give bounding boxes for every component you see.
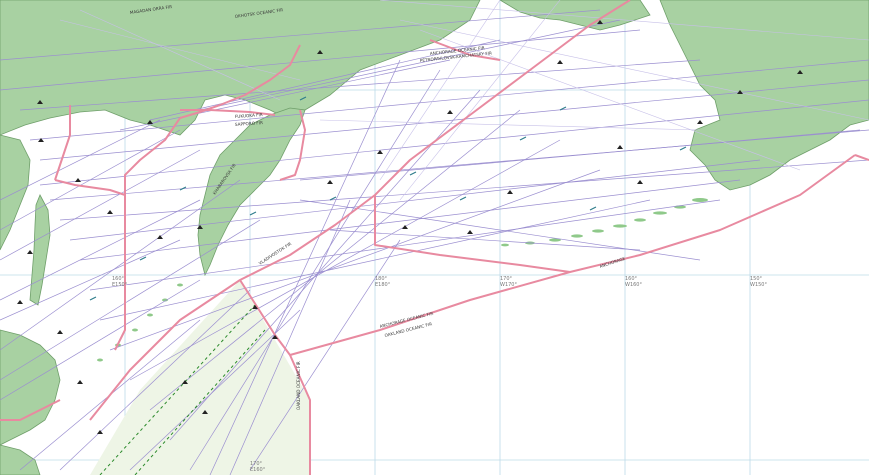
land-hokkaido <box>0 329 61 446</box>
grid-label: 180° <box>375 276 388 282</box>
fir-label: SAPPORO FIR <box>235 120 263 127</box>
land-chukotka <box>499 0 651 31</box>
land-kamchatka <box>197 107 306 277</box>
grid-label: W160° <box>625 282 642 288</box>
grid-label: E150° <box>112 282 128 288</box>
fir-label: OAKLAND OCEANIC FIR <box>296 361 301 410</box>
air-routes-light <box>59 0 869 201</box>
grid-label: E160° <box>250 467 266 473</box>
grid-label: E180° <box>375 282 391 288</box>
grid-label: 170° <box>250 461 263 467</box>
grid-label: 160° <box>112 276 125 282</box>
grid-label: 150° <box>750 276 763 282</box>
land-alaska <box>659 0 869 191</box>
grid-label: W170° <box>500 282 517 288</box>
grid-label: 170° <box>500 276 513 282</box>
dashed-tracks <box>99 304 266 475</box>
waypoints <box>17 20 803 434</box>
fir-label: ANCHORAGE OCEANIC FIR <box>430 45 485 56</box>
fir-label: MAGADAN ORRA FIR <box>129 4 172 15</box>
graticule-labels: 160° E150° 170° E160° 180° E180° 170° W1… <box>112 276 767 473</box>
fir-label: OKHOTSK OCEANIC FIR <box>234 7 283 19</box>
land-sakhalin <box>29 194 51 306</box>
grid-label: 160° <box>625 276 638 282</box>
air-routes <box>0 9 869 475</box>
fir-label: FUKUOKA FIR <box>235 112 263 119</box>
route-fix-ticks <box>89 96 687 301</box>
land-japan-south <box>0 444 41 475</box>
grid-label: W150° <box>750 282 767 288</box>
